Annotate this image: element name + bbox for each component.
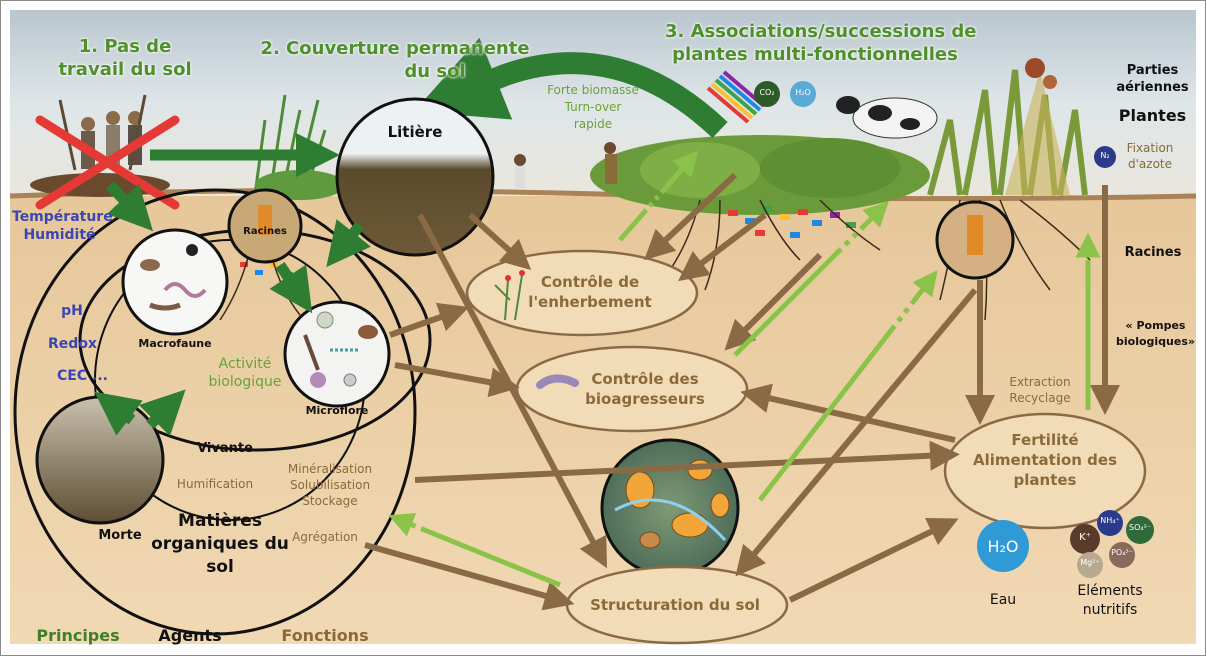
h2o-big-icon: H₂O <box>985 537 1021 556</box>
agregation-label: Agrégation <box>280 529 370 545</box>
morte-circle <box>37 397 163 523</box>
eau-label: Eau <box>983 592 1023 608</box>
n2-icon: N₂ <box>1096 151 1114 160</box>
morte-label: Morte <box>90 528 150 543</box>
root-tip-circle <box>937 202 1013 278</box>
microflore-label: Microflore <box>287 404 387 417</box>
plantes-label: Plantes <box>1105 106 1200 125</box>
legend-fonctions: Fonctions <box>275 626 375 645</box>
humification-label: Humification <box>165 476 265 492</box>
co2-icon: CO₂ <box>757 88 777 97</box>
soil-structure-circle <box>602 440 738 576</box>
litiere-label: Litière <box>365 123 465 141</box>
macrofaune-circle <box>123 230 227 334</box>
structuration-label: Structuration du sol <box>580 595 770 615</box>
ion-k: K⁺ <box>1075 532 1095 543</box>
racines-circle-label: Racines <box>235 226 295 237</box>
cec-label: CEC ... <box>45 367 120 385</box>
legend-principes: Principes <box>28 626 128 645</box>
macrofaune-label: Macrofaune <box>125 337 225 350</box>
vivante-label: Vivante <box>185 441 265 456</box>
forte-biomasse-label: Forte biomasse Turn-over rapide <box>523 82 663 133</box>
microflore-circle <box>285 302 389 406</box>
ion-mg: Mg²⁺ <box>1078 558 1102 567</box>
redox-label: Redox <box>45 335 100 353</box>
h2o-small-icon: H₂O <box>793 88 813 97</box>
legend-agents: Agents <box>150 626 230 645</box>
racines-right-label: Racines <box>1118 245 1188 260</box>
ion-so4: SO₄²⁻ <box>1127 523 1153 532</box>
ion-nh4: NH₄⁺ <box>1098 516 1122 525</box>
ph-label: pH <box>52 302 92 320</box>
ion-po4: PO₄³⁻ <box>1109 548 1135 557</box>
